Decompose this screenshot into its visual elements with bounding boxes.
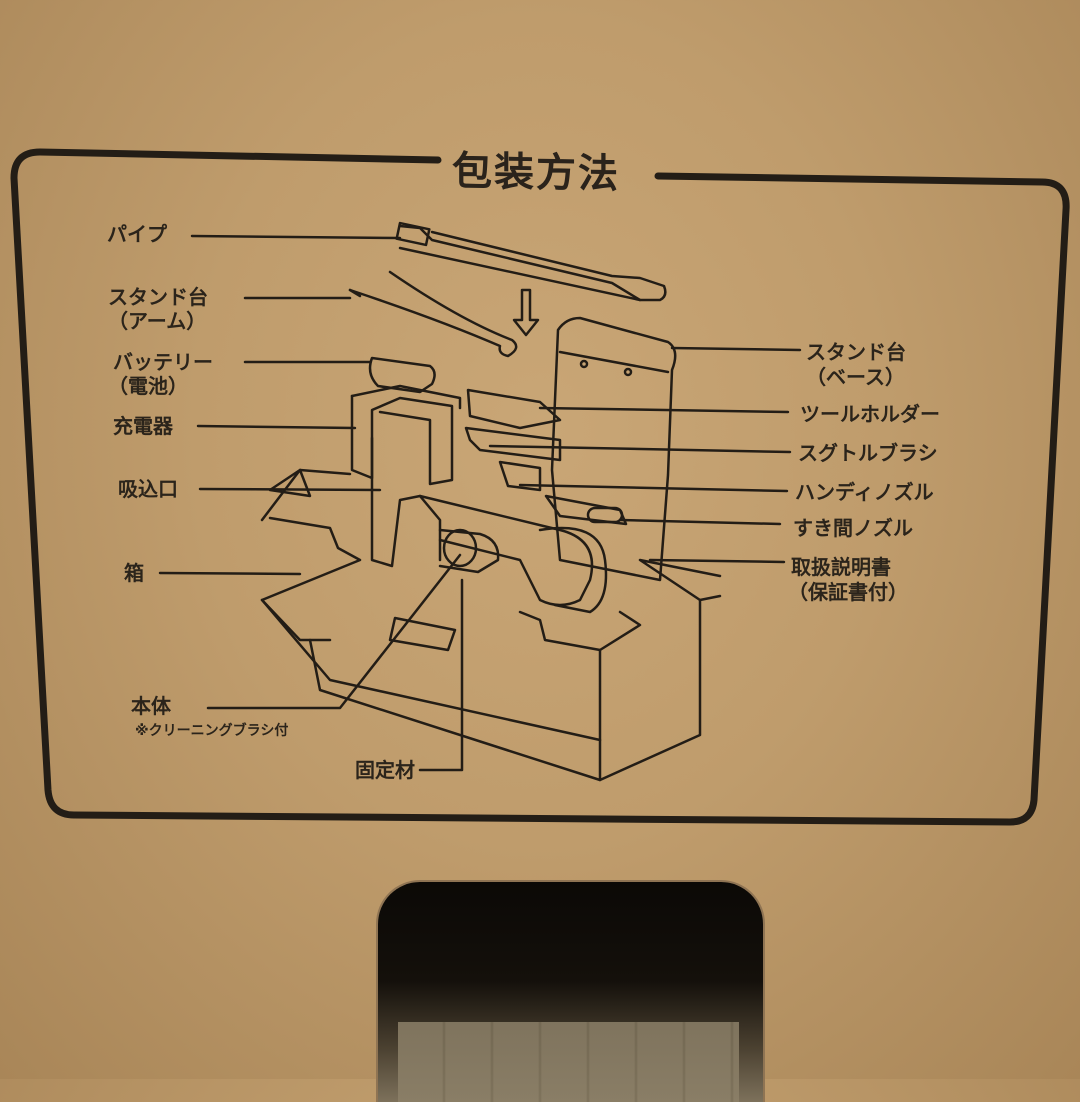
label-crevice-nozzle: すき間ノズル — [793, 516, 913, 540]
label-manual-sub: （保証書付） — [788, 580, 908, 604]
label-tool-holder: ツールホルダー — [800, 402, 940, 426]
label-stand-base-sub: （ベース） — [806, 365, 905, 389]
label-fixing-material: 固定材 — [355, 758, 415, 782]
packaging-diagram-illustration — [10, 148, 1070, 826]
box-interior-flaps — [398, 1022, 739, 1102]
label-stand-arm-sub: （アーム） — [108, 309, 207, 333]
label-suction-port: 吸込口 — [118, 477, 178, 501]
diagram-border — [10, 148, 1070, 826]
label-charger: 充電器 — [113, 414, 173, 438]
label-stand-base: スタンド台 — [806, 340, 906, 364]
diagram-title: 包装方法 — [452, 148, 620, 198]
label-sukuguto-brush: スグトルブラシ — [798, 441, 938, 465]
label-manual: 取扱説明書 — [791, 555, 891, 579]
label-battery: バッテリー — [113, 350, 213, 374]
label-main-body: 本体 — [131, 694, 171, 718]
label-main-body-note: ※クリーニングブラシ付 — [135, 723, 289, 739]
label-stand-arm: スタンド台 — [108, 285, 208, 309]
label-box: 箱 — [124, 561, 144, 585]
label-battery-sub: （電池） — [108, 374, 188, 398]
label-pipe: パイプ — [107, 222, 167, 246]
box-hand-hold-cutout — [378, 882, 763, 1102]
label-handy-nozzle: ハンディノズル — [795, 480, 934, 504]
